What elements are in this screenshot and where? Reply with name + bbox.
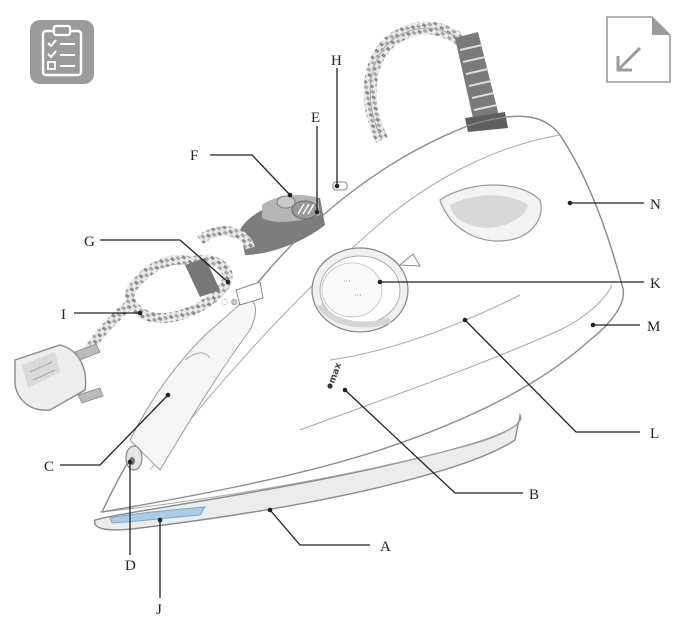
- label-e: E: [311, 110, 320, 126]
- label-n: N: [650, 197, 661, 213]
- label-f: F: [190, 148, 198, 164]
- leader-lines: [60, 68, 644, 598]
- checklist-icon: [30, 20, 94, 84]
- max-mark: max: [327, 361, 344, 385]
- label-c: C: [44, 459, 54, 475]
- label-l: L: [650, 426, 659, 442]
- label-i: I: [61, 307, 66, 323]
- iron-illustration: ··· ··· max ⚬ ◌ ◍: [14, 21, 625, 531]
- label-k: K: [650, 276, 661, 292]
- label-m: M: [647, 319, 660, 335]
- svg-text:⚬ ◌ ◍: ⚬ ◌ ◍: [212, 297, 238, 306]
- label-h: H: [331, 53, 342, 69]
- label-a: A: [380, 539, 391, 555]
- arrow-down-left-icon: [606, 16, 671, 83]
- callout-labels: A B C D E F G H I J K L M N: [44, 53, 661, 618]
- label-b: B: [529, 487, 539, 503]
- svg-text:···: ···: [343, 277, 351, 286]
- label-j: J: [156, 602, 162, 618]
- svg-text:···: ···: [354, 291, 362, 300]
- label-g: G: [84, 234, 95, 250]
- label-d: D: [125, 558, 136, 574]
